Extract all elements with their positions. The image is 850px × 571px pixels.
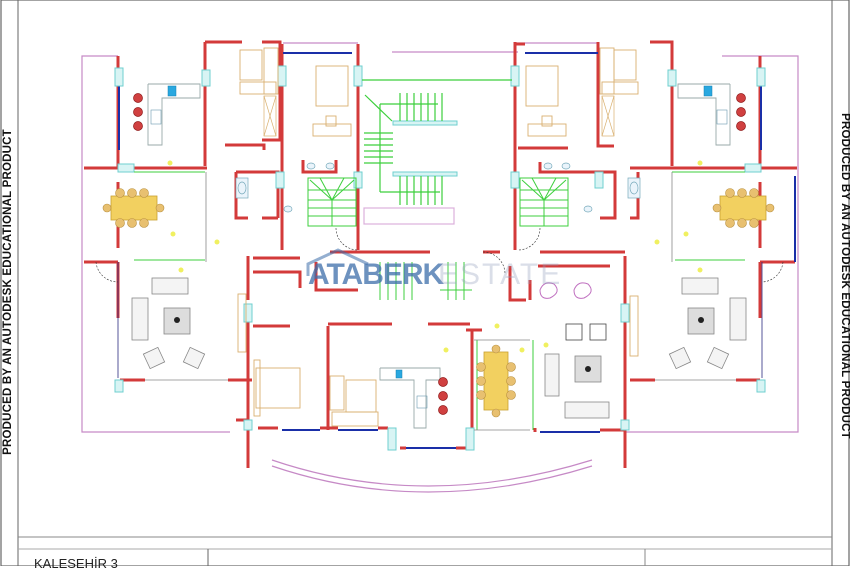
project-name: KALESEHİR 3 [34, 556, 118, 571]
watermark-right: PRODUCED BY AN AUTODESK EDUCATIONAL PROD… [839, 113, 850, 439]
ataberk-logo-tail: ESTATE [438, 258, 563, 291]
house-logo-icon [306, 248, 369, 276]
ataberk-logo: ATABERK [308, 258, 444, 291]
watermark-left: PRODUCED BY AN AUTODESK EDUCATIONAL PROD… [2, 129, 14, 455]
